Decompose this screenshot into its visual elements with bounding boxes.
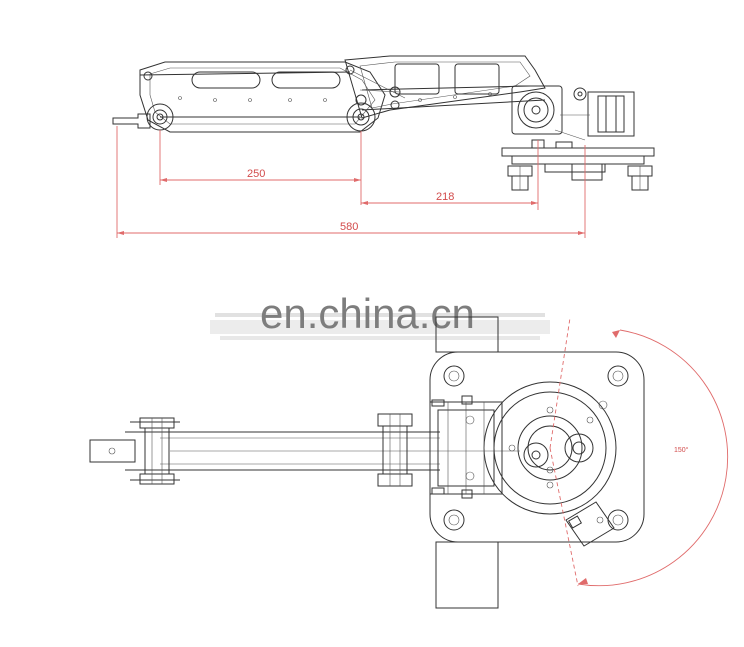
dimension-lines bbox=[116, 126, 586, 238]
dim-label-250: 250 bbox=[247, 168, 265, 180]
dim-label-580: 580 bbox=[340, 221, 358, 233]
dim-label-218: 218 bbox=[436, 191, 454, 203]
top-view bbox=[89, 316, 729, 609]
watermark-text: en.china.cn bbox=[260, 290, 475, 337]
side-view bbox=[112, 55, 655, 191]
rotation-angle-label: 150° bbox=[674, 446, 689, 454]
watermark: en.china.cn bbox=[210, 290, 550, 340]
